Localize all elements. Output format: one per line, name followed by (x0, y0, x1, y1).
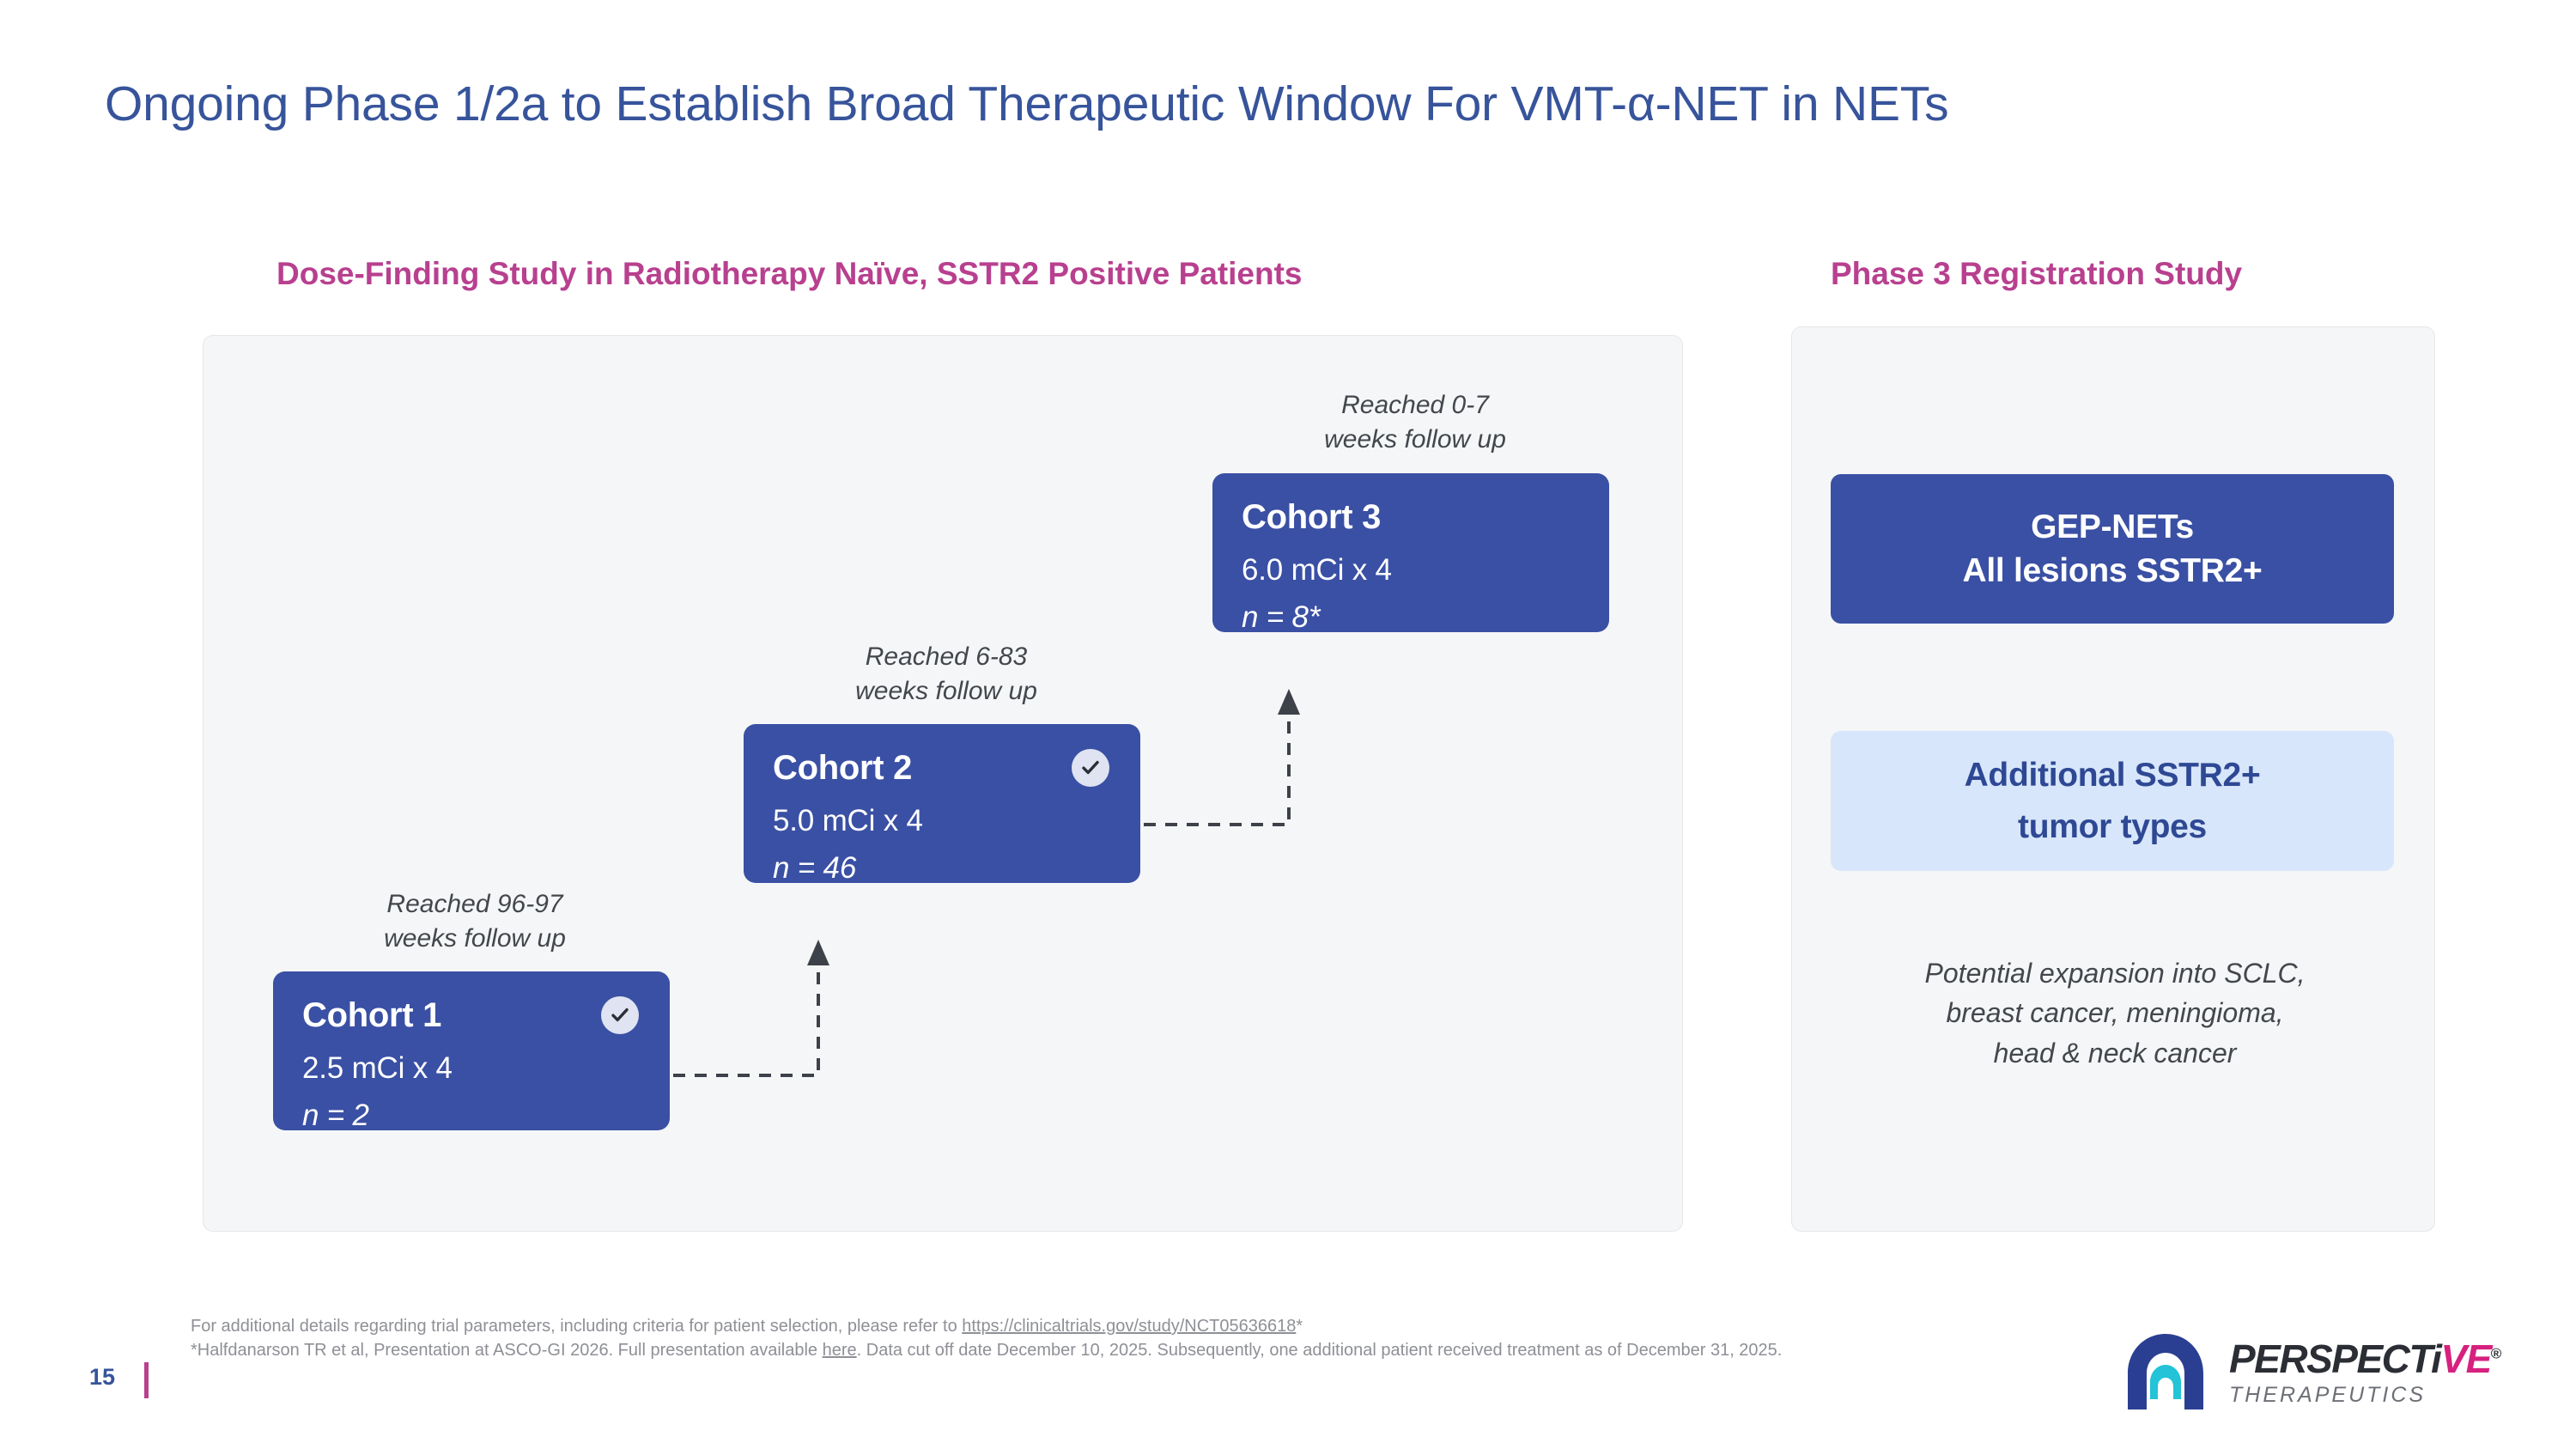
phase3-primary-box[interactable]: GEP-NETs All lesions SSTR2+ (1831, 474, 2394, 624)
cohort-card-2[interactable]: Cohort 2 5.0 mCi x 4 n = 46 (744, 724, 1140, 883)
cohort-2-dose: 5.0 mCi x 4 (773, 804, 923, 837)
expansion-note-line-1: Potential expansion into SCLC, (1924, 958, 2306, 989)
expansion-note-line-2: breast cancer, meningioma, (1946, 997, 2284, 1029)
expansion-note: Potential expansion into SCLC, breast ca… (1819, 953, 2411, 1073)
phase3-secondary-line-1: Additional SSTR2+ (1964, 757, 2261, 795)
brand-registered-mark: ® (2490, 1345, 2502, 1362)
right-panel-heading: Phase 3 Registration Study (1831, 256, 2243, 291)
followup-caption-cohort-2: Reached 6-83 weeks follow up (800, 640, 1092, 708)
followup-line-2: weeks follow up (1324, 424, 1506, 454)
followup-line-1: Reached 6-83 (865, 642, 1028, 671)
cohort-3-title: Cohort 3 (1242, 498, 1382, 536)
followup-line-2: weeks follow up (384, 923, 566, 953)
check-circle-icon (601, 996, 639, 1034)
followup-caption-cohort-1: Reached 96-97 weeks follow up (329, 887, 621, 955)
presentation-here-link[interactable]: here (822, 1341, 857, 1361)
footnote-line-1: For additional details regarding trial p… (191, 1314, 2063, 1338)
brand-name-i: i (2431, 1336, 2442, 1381)
cohort-2-n: n = 46 (773, 851, 857, 885)
clinicaltrials-link[interactable]: https://clinicaltrials.gov/study/NCT0563… (962, 1317, 1297, 1336)
cohort-3-title-row: Cohort 3 (1242, 496, 1580, 539)
page-number: 15 (89, 1364, 116, 1390)
footnote-1-suffix: * (1296, 1317, 1303, 1336)
cohort-1-title-row: Cohort 1 (302, 994, 641, 1037)
brand-logo: PERSPECTiVE® THERAPEUTICS (2121, 1328, 2501, 1417)
cohort-2-title-row: Cohort 2 (773, 746, 1111, 789)
page-title: Ongoing Phase 1/2a to Establish Broad Th… (105, 76, 1949, 131)
perspective-arch-icon (2121, 1328, 2210, 1417)
cohort-3-n: n = 8* (1242, 600, 1321, 634)
cohort-1-title: Cohort 1 (302, 996, 442, 1034)
cohort-card-3[interactable]: Cohort 3 6.0 mCi x 4 n = 8* (1212, 473, 1609, 632)
followup-line-1: Reached 96-97 (386, 890, 563, 918)
cohort-card-1[interactable]: Cohort 1 2.5 mCi x 4 n = 2 (273, 971, 670, 1130)
footnote-2-prefix: *Halfdanarson TR et al, Presentation at … (191, 1341, 823, 1361)
cohort-2-title: Cohort 2 (773, 749, 913, 787)
phase3-secondary-box[interactable]: Additional SSTR2+ tumor types (1831, 731, 2394, 871)
brand-subtitle: THERAPEUTICS (2229, 1383, 2427, 1407)
cohort-3-dose: 6.0 mCi x 4 (1242, 553, 1392, 587)
footnotes: For additional details regarding trial p… (191, 1314, 2063, 1363)
expansion-note-line-3: head & neck cancer (1993, 1037, 2237, 1068)
phase3-primary-line-2: All lesions SSTR2+ (1962, 552, 2263, 589)
footnote-2-suffix: . Data cut off date December 10, 2025. S… (856, 1341, 1783, 1361)
footnote-1-prefix: For additional details regarding trial p… (191, 1317, 963, 1336)
brand-name-main: PERSPECT (2229, 1336, 2433, 1381)
followup-line-1: Reached 0-7 (1341, 391, 1489, 419)
left-panel-heading: Dose-Finding Study in Radiotherapy Naïve… (276, 256, 1303, 291)
phase3-primary-line-1: GEP-NETs (2031, 508, 2194, 545)
followup-line-2: weeks follow up (855, 676, 1037, 705)
page-number-divider (144, 1362, 149, 1398)
phase3-secondary-line-2: tumor types (2018, 807, 2207, 845)
brand-name: PERSPECTiVE® (2229, 1339, 2501, 1379)
brand-name-ve: VE (2440, 1336, 2492, 1381)
cohort-1-n: n = 2 (302, 1099, 369, 1132)
cohort-1-dose: 2.5 mCi x 4 (302, 1051, 453, 1085)
check-circle-icon (1072, 749, 1109, 787)
followup-caption-cohort-3: Reached 0-7 weeks follow up (1269, 388, 1561, 456)
brand-wordmark: PERSPECTiVE® THERAPEUTICS (2229, 1339, 2501, 1406)
footnote-line-2: *Halfdanarson TR et al, Presentation at … (191, 1338, 2063, 1362)
